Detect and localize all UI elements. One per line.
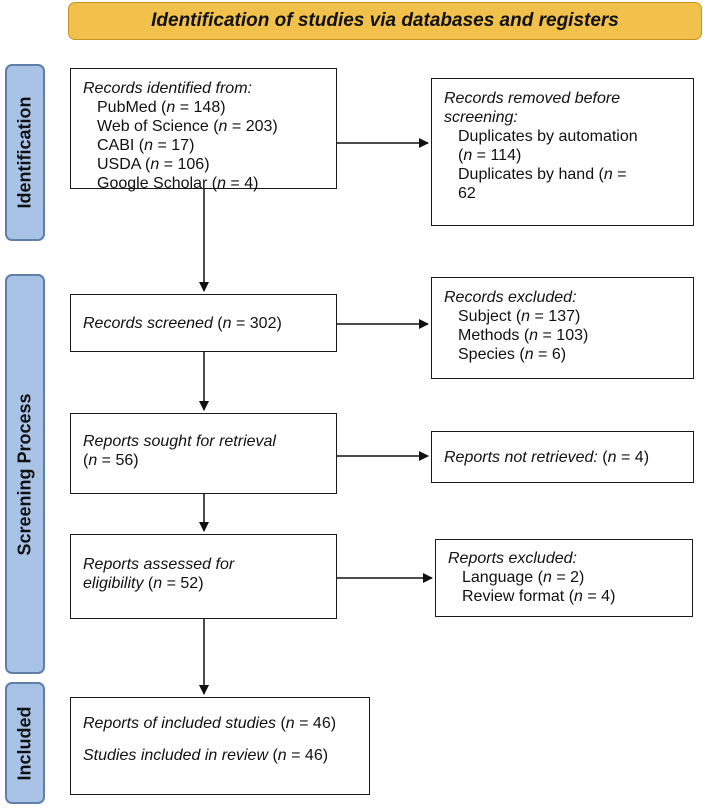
screened-text: Records screened (n = 302) <box>83 314 282 332</box>
identified-source-cabi: CABI (n = 17) <box>97 137 195 154</box>
identified-source-usda: USDA (n = 106) <box>97 156 210 173</box>
box-reports-not-retrieved: Reports not retrieved: (n = 4) <box>431 431 694 483</box>
excluded-subject: Subject (n = 137) <box>458 308 581 325</box>
included-studies: Studies included in review (n = 46) <box>83 747 329 764</box>
assessed-title-2: eligibility (n = 52) <box>83 575 204 592</box>
removed-title-1: Records removed before <box>444 90 621 107</box>
stage-identification: Identification <box>5 64 45 241</box>
assessed-title-1: Reports assessed for <box>83 556 235 573</box>
box-records-screened: Records screened (n = 302) <box>70 294 337 352</box>
stage-included: Included <box>5 682 45 804</box>
stage-screening: Screening Process <box>5 274 45 674</box>
identified-title: Records identified from: <box>83 80 252 97</box>
sought-count: (n = 56) <box>83 452 139 469</box>
sought-title: Reports sought for retrieval <box>83 433 276 450</box>
included-reports: Reports of included studies (n = 46) <box>83 715 337 732</box>
removed-title-2: screening: <box>444 109 518 126</box>
not-retrieved-text: Reports not retrieved: (n = 4) <box>444 448 650 466</box>
excluded-title: Records excluded: <box>444 289 577 306</box>
excluded-methods: Methods (n = 103) <box>458 327 589 344</box>
identified-source-pubmed: PubMed (n = 148) <box>97 99 226 116</box>
box-records-removed: Records removed before screening: Duplic… <box>431 78 694 226</box>
box-included: Reports of included studies (n = 46) Stu… <box>70 697 370 795</box>
removed-hand-label: Duplicates by hand (n = <box>458 166 627 183</box>
box-reports-assessed: Reports assessed for eligibility (n = 52… <box>70 534 337 619</box>
box-records-excluded: Records excluded: Subject (n = 137) Meth… <box>431 277 694 379</box>
identified-source-wos: Web of Science (n = 203) <box>97 118 278 135</box>
removed-automation-label: Duplicates by automation <box>458 128 638 145</box>
identified-source-google-scholar: Google Scholar (n = 4) <box>97 175 259 192</box>
reports-excluded-review-format: Review format (n = 4) <box>462 588 616 605</box>
box-records-identified: Records identified from: PubMed (n = 148… <box>70 68 337 192</box>
reports-excluded-language: Language (n = 2) <box>462 569 585 586</box>
excluded-species: Species (n = 6) <box>458 346 567 363</box>
removed-hand-count: 62 <box>458 185 476 202</box>
diagram-header: Identification of studies via databases … <box>68 2 702 40</box>
box-reports-excluded: Reports excluded: Language (n = 2) Revie… <box>435 539 693 617</box>
removed-automation-count: (n = 114) <box>458 147 522 164</box>
reports-excluded-title: Reports excluded: <box>448 550 577 567</box>
box-reports-sought: Reports sought for retrieval (n = 56) <box>70 413 337 494</box>
